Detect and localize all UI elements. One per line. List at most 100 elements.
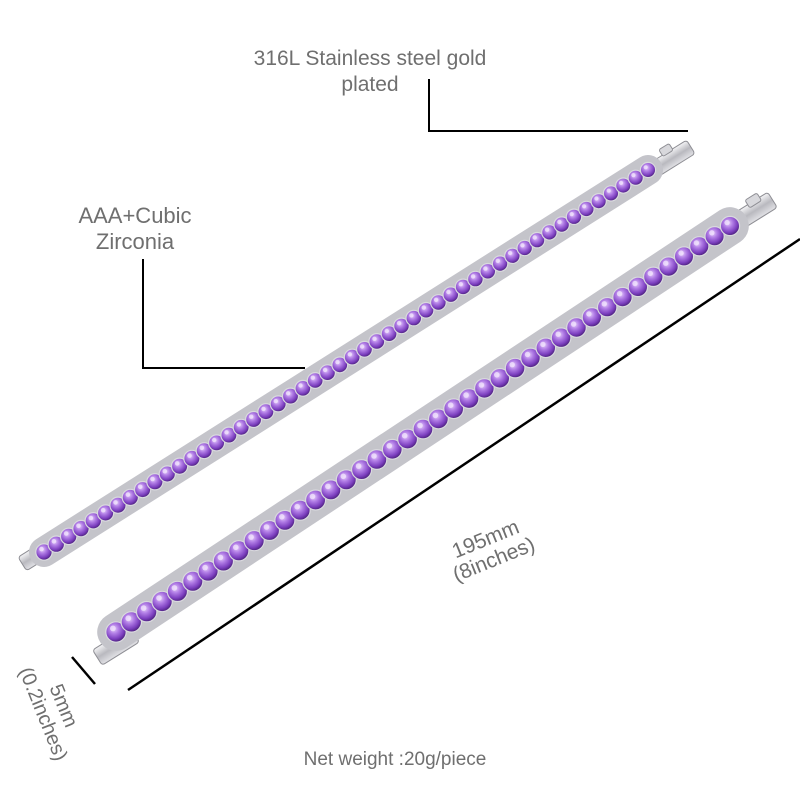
stone-highlight bbox=[39, 546, 44, 552]
material-leader-line bbox=[428, 79, 688, 132]
stone-highlight bbox=[601, 301, 607, 307]
stone-highlight bbox=[88, 515, 94, 521]
stone-highlight bbox=[432, 412, 439, 419]
stone-highlight bbox=[279, 514, 285, 520]
stone-highlight bbox=[355, 463, 362, 469]
stone-highlight bbox=[156, 595, 162, 601]
stone-highlight bbox=[100, 507, 106, 513]
stone-highlight bbox=[483, 266, 488, 271]
stone-highlight bbox=[663, 260, 669, 266]
stone-highlight bbox=[594, 196, 599, 201]
stone-highlight bbox=[263, 524, 270, 530]
stone-highlight bbox=[520, 243, 525, 248]
stone-highlight bbox=[507, 250, 513, 256]
stone-highlight bbox=[647, 270, 653, 277]
lower-bracelet bbox=[97, 207, 749, 651]
stone-highlight bbox=[199, 445, 205, 451]
stone-highlight bbox=[586, 311, 592, 317]
stone-highlight bbox=[335, 359, 340, 365]
stone-highlight bbox=[171, 585, 178, 591]
stone-label: AAA+Cubic Zirconia bbox=[40, 203, 230, 255]
length-dimension-line bbox=[127, 237, 800, 692]
material-label-line-1: 316L Stainless steel gold bbox=[253, 47, 487, 70]
stone-highlight bbox=[137, 484, 143, 490]
stone-highlight bbox=[409, 313, 414, 318]
stone-highlight bbox=[569, 212, 574, 217]
zirconia-stone bbox=[639, 161, 657, 179]
stone-highlight bbox=[150, 476, 155, 482]
stone-highlight bbox=[724, 219, 730, 226]
stone-highlight bbox=[261, 406, 266, 412]
stone-highlight bbox=[322, 367, 328, 373]
stone-label-line-2: Zirconia bbox=[95, 229, 175, 254]
stone-highlight bbox=[224, 430, 229, 435]
stone-highlight bbox=[386, 443, 393, 449]
stone-highlight bbox=[249, 414, 254, 419]
stone-highlight bbox=[478, 382, 485, 388]
stone-highlight bbox=[325, 483, 331, 490]
stone-highlight bbox=[446, 289, 451, 295]
stone-highlight bbox=[693, 240, 700, 246]
stone-highlight bbox=[217, 554, 224, 561]
stone-highlight bbox=[458, 282, 463, 287]
stone-highlight bbox=[140, 605, 147, 611]
stone-highlight bbox=[248, 534, 254, 540]
zirconia-stone bbox=[719, 215, 741, 237]
stone-highlight bbox=[187, 453, 192, 458]
stone-highlight bbox=[372, 336, 377, 341]
stone-highlight bbox=[294, 503, 301, 510]
stone-highlight bbox=[470, 274, 476, 279]
stone-highlight bbox=[606, 188, 611, 193]
width-dimension-line bbox=[71, 656, 96, 685]
stone-highlight bbox=[309, 493, 316, 500]
stone-highlight bbox=[632, 280, 638, 287]
stone-highlight bbox=[186, 574, 193, 581]
stone-highlight bbox=[544, 227, 550, 232]
stone-highlight bbox=[162, 468, 168, 474]
stone-highlight bbox=[616, 291, 623, 297]
stone-highlight bbox=[340, 473, 347, 480]
stone-highlight bbox=[555, 331, 561, 337]
upper-bracelet bbox=[28, 154, 664, 568]
stone-highlight bbox=[678, 250, 684, 256]
stone-label-line-1: AAA+Cubic bbox=[78, 203, 192, 228]
material-label: 316L Stainless steel gold plated bbox=[200, 46, 540, 98]
stone-highlight bbox=[532, 235, 537, 240]
stone-highlight bbox=[540, 341, 546, 348]
stone-highlight bbox=[401, 432, 408, 439]
stone-highlight bbox=[298, 383, 303, 388]
stone-highlight bbox=[63, 531, 69, 536]
stone-highlight bbox=[113, 500, 118, 505]
stone-highlight bbox=[359, 344, 365, 349]
stone-highlight bbox=[421, 305, 426, 310]
stone-highlight bbox=[709, 230, 715, 236]
stone-highlight bbox=[125, 615, 132, 622]
stone-highlight bbox=[417, 422, 423, 429]
stone-highlight bbox=[557, 219, 562, 225]
stone-highlight bbox=[570, 321, 577, 327]
weight-label: Net weight :20g/piece bbox=[303, 749, 487, 770]
stone-highlight bbox=[233, 544, 239, 551]
stone-leader-line bbox=[142, 259, 305, 369]
stone-highlight bbox=[310, 375, 315, 380]
stone-highlight bbox=[643, 165, 648, 170]
stone-highlight bbox=[495, 258, 500, 263]
stone-highlight bbox=[273, 398, 278, 404]
stone-highlight bbox=[582, 204, 587, 209]
stone-highlight bbox=[347, 352, 352, 357]
stone-highlight bbox=[285, 391, 291, 396]
stone-highlight bbox=[202, 564, 208, 571]
stone-highlight bbox=[463, 392, 469, 398]
stone-highlight bbox=[236, 422, 241, 427]
stone-highlight bbox=[524, 351, 531, 358]
stone-highlight bbox=[371, 453, 377, 459]
stone-highlight bbox=[212, 437, 217, 443]
stone-highlight bbox=[76, 523, 81, 529]
stone-highlight bbox=[433, 297, 439, 302]
stone-highlight bbox=[447, 402, 454, 409]
stone-highlight bbox=[619, 180, 624, 185]
material-label-line-2: plated bbox=[341, 73, 399, 96]
stone-highlight bbox=[631, 173, 636, 178]
